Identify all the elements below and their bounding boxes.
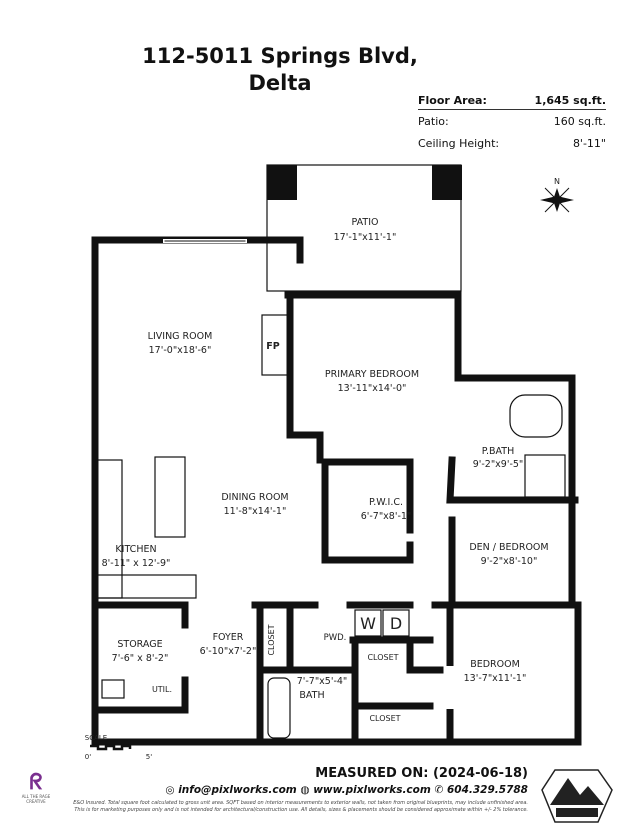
globe-icon: ◍ bbox=[300, 784, 310, 796]
room-dims: 9'-2"x9'-5" bbox=[473, 459, 524, 470]
all-the-rage-logo: ᖇ ALL THE RAGE CREATIVE bbox=[16, 770, 56, 805]
room-name: BATH bbox=[299, 690, 324, 701]
room-name: STORAGE bbox=[117, 639, 162, 650]
room-dims: 17'-0"x18'-6" bbox=[149, 345, 212, 356]
dryer-label: D bbox=[390, 614, 402, 633]
stat-label: Floor Area: bbox=[418, 94, 487, 107]
stat-value: 1,645 sq.ft. bbox=[534, 94, 606, 107]
area-stats: Floor Area: 1,645 sq.ft. Patio: 160 sq.ft.… bbox=[418, 92, 606, 154]
room-name: PRIMARY BEDROOM bbox=[325, 369, 419, 380]
contact-line: ◎ info@pixlworks.com ◍ www.pixlworks.com… bbox=[165, 784, 528, 796]
stat-ceiling: Ceiling Height: 8'-11" bbox=[418, 132, 606, 154]
stat-label: Ceiling Height: bbox=[418, 136, 500, 150]
room-name: CLOSET bbox=[267, 624, 276, 655]
room-dims: 13'-11"x14'-0" bbox=[338, 383, 407, 394]
page-title-line2: Delta bbox=[248, 71, 312, 95]
room-dims: 17'-1"x11'-1" bbox=[334, 232, 397, 243]
room-name: CLOSET bbox=[367, 653, 398, 662]
scale-end: 5' bbox=[146, 753, 152, 761]
room-dims: 6'-10"x7'-2" bbox=[200, 646, 257, 657]
web-link[interactable]: www.pixlworks.com bbox=[313, 784, 431, 796]
pixlworks-logo bbox=[541, 769, 613, 823]
room-name: DINING ROOM bbox=[221, 492, 288, 503]
room-dims: 13'-7"x11'-1" bbox=[464, 673, 527, 684]
compass-label: N bbox=[554, 177, 560, 186]
room-name: KITCHEN bbox=[115, 544, 156, 555]
washer-label: W bbox=[360, 614, 376, 633]
room-dims: 11'-8"x14'-1" bbox=[224, 506, 287, 517]
room-dims: 7'-7"x5'-4" bbox=[297, 676, 348, 687]
phone-number: 604.329.5788 bbox=[446, 784, 528, 796]
email-link[interactable]: info@pixlworks.com bbox=[178, 784, 297, 796]
stat-label: Patio: bbox=[418, 114, 449, 128]
room-dims: 9'-2"x8'-10" bbox=[481, 556, 538, 567]
room-name: DEN / BEDROOM bbox=[469, 542, 548, 553]
scale-label: SCALE bbox=[85, 734, 107, 742]
disclaimer-line1: E&O Insured. Total square foot calculate… bbox=[73, 800, 528, 806]
room-dims: 8'-11" x 12'-9" bbox=[102, 558, 171, 569]
room-dims: 7'-6" x 8'-2" bbox=[112, 653, 169, 664]
walls bbox=[91, 164, 582, 746]
room-name: FOYER bbox=[213, 632, 244, 643]
scale-bar: SCALE 0' 5' bbox=[85, 734, 152, 761]
stat-value: 160 sq.ft. bbox=[553, 114, 606, 128]
email-icon: ◎ bbox=[165, 784, 175, 796]
measured-date: MEASURED ON: (2024-06-18) bbox=[315, 766, 528, 781]
room-name: P.BATH bbox=[482, 446, 515, 457]
logo-mark: ᖇ bbox=[29, 770, 43, 795]
scale-start: 0' bbox=[85, 753, 91, 761]
room-name: PWD. bbox=[324, 633, 347, 643]
room-name: PATIO bbox=[352, 217, 379, 228]
logo-text: ALL THE RAGE CREATIVE bbox=[21, 794, 51, 804]
room-name: P.W.I.C. bbox=[369, 497, 403, 508]
room-name: FP bbox=[266, 341, 279, 352]
room-name: LIVING ROOM bbox=[148, 331, 213, 342]
phone-icon: ✆ bbox=[434, 784, 444, 796]
room-labels: PATIO 17'-1"x11'-1" LIVING ROOM 17'-0"x1… bbox=[102, 217, 549, 723]
room-dims: 6'-7"x8'-1" bbox=[361, 511, 412, 522]
stat-value: 8'-11" bbox=[572, 136, 606, 150]
compass-icon: N bbox=[540, 177, 574, 213]
room-name: CLOSET bbox=[369, 714, 400, 723]
util-label: UTIL. bbox=[152, 685, 172, 694]
stat-floor-area: Floor Area: 1,645 sq.ft. bbox=[418, 92, 606, 110]
room-name: BEDROOM bbox=[470, 659, 520, 670]
stat-patio: Patio: 160 sq.ft. bbox=[418, 110, 606, 132]
disclaimer-line2: This is for marketing purposes only and … bbox=[74, 807, 528, 813]
page-title-line1: 112-5011 Springs Blvd, bbox=[142, 44, 418, 68]
